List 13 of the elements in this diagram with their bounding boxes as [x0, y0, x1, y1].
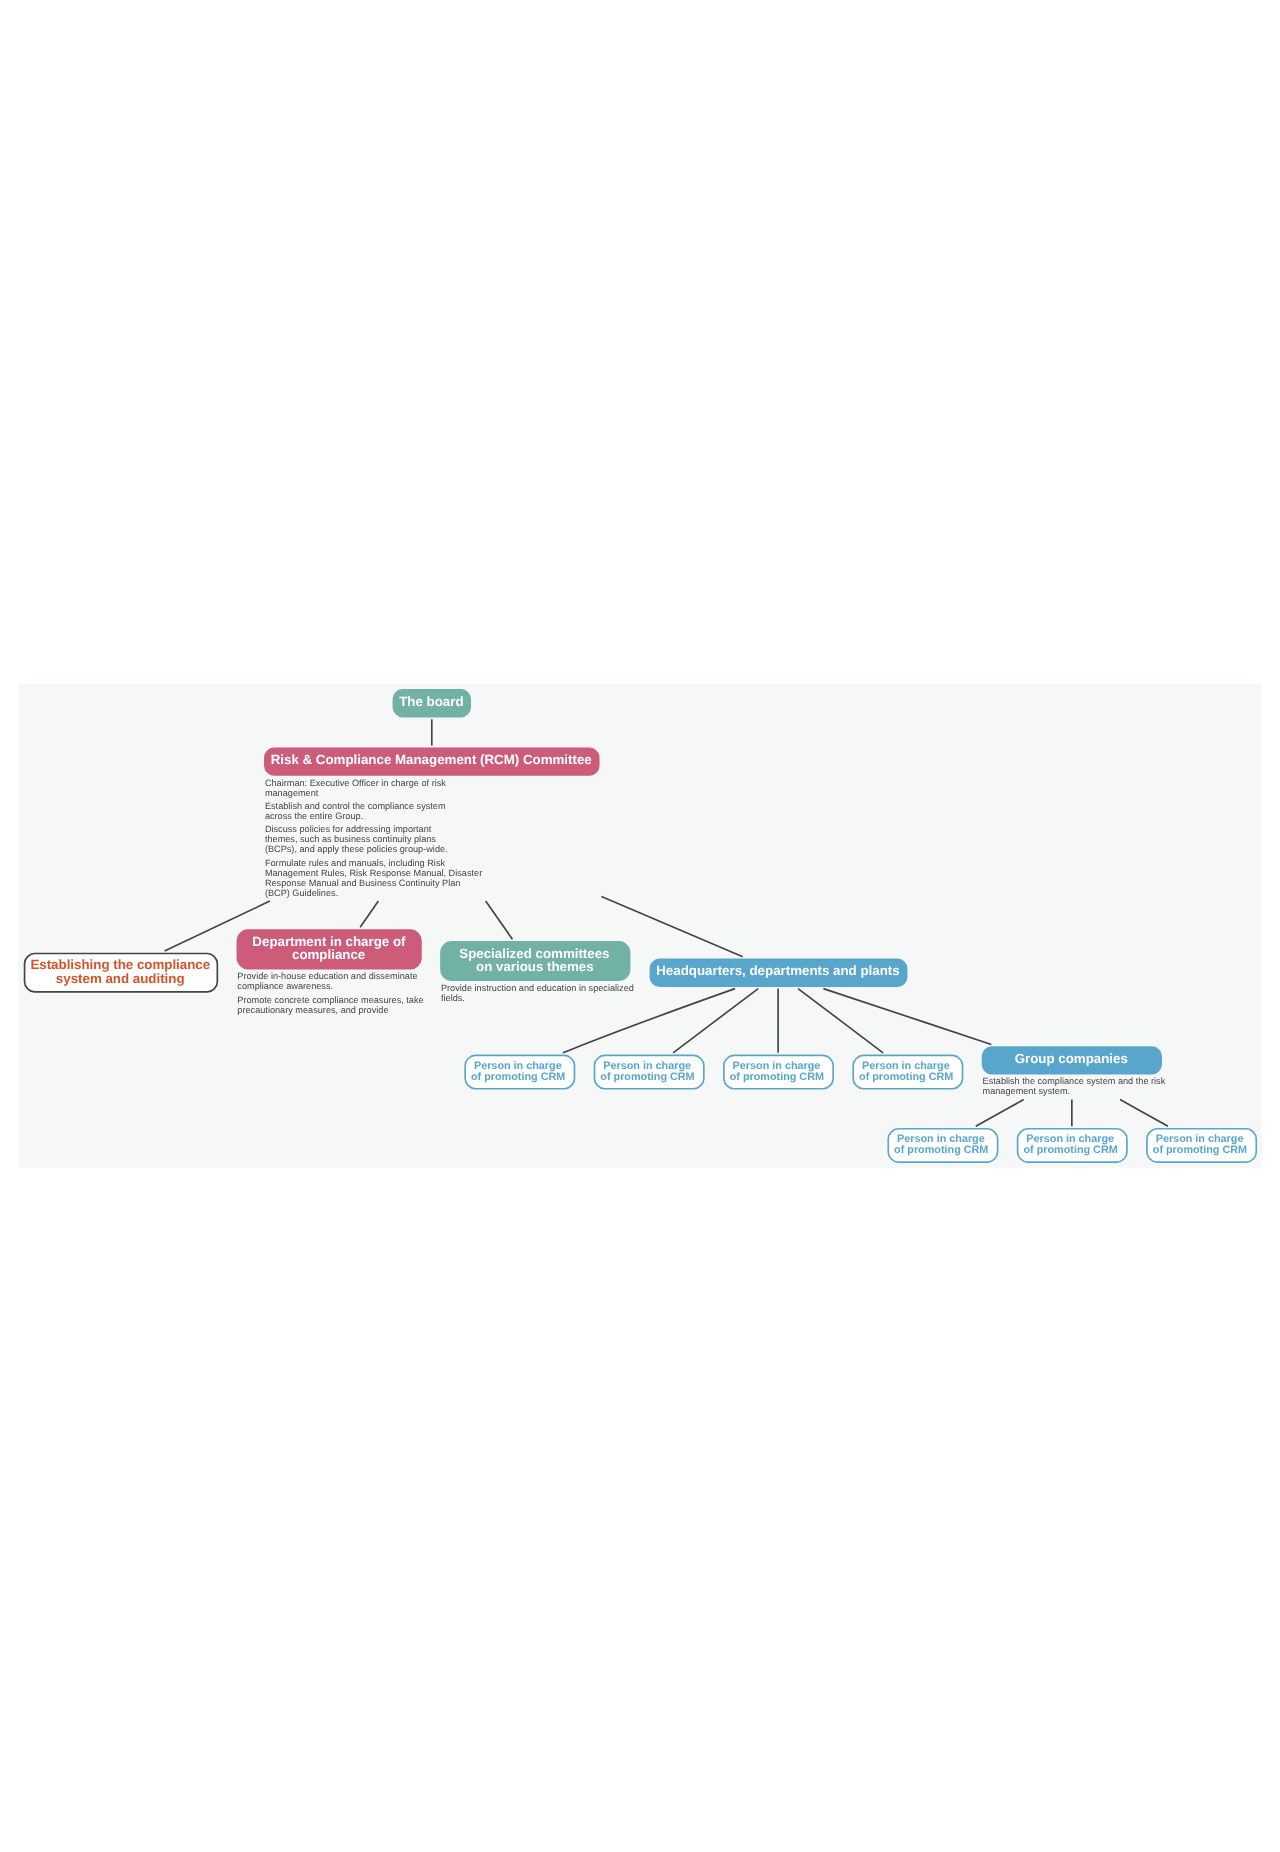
- connector: [484, 900, 514, 941]
- connector: [1119, 1098, 1169, 1127]
- connector: [600, 895, 744, 958]
- connector: [974, 1098, 1025, 1127]
- connector: [359, 900, 380, 929]
- connector: [797, 987, 884, 1054]
- connector: [562, 987, 736, 1054]
- connector: [163, 900, 271, 952]
- connector: [672, 987, 759, 1054]
- connector: [822, 987, 993, 1046]
- connector: [430, 718, 433, 747]
- connector: [777, 987, 779, 1054]
- connector: [1071, 1098, 1073, 1127]
